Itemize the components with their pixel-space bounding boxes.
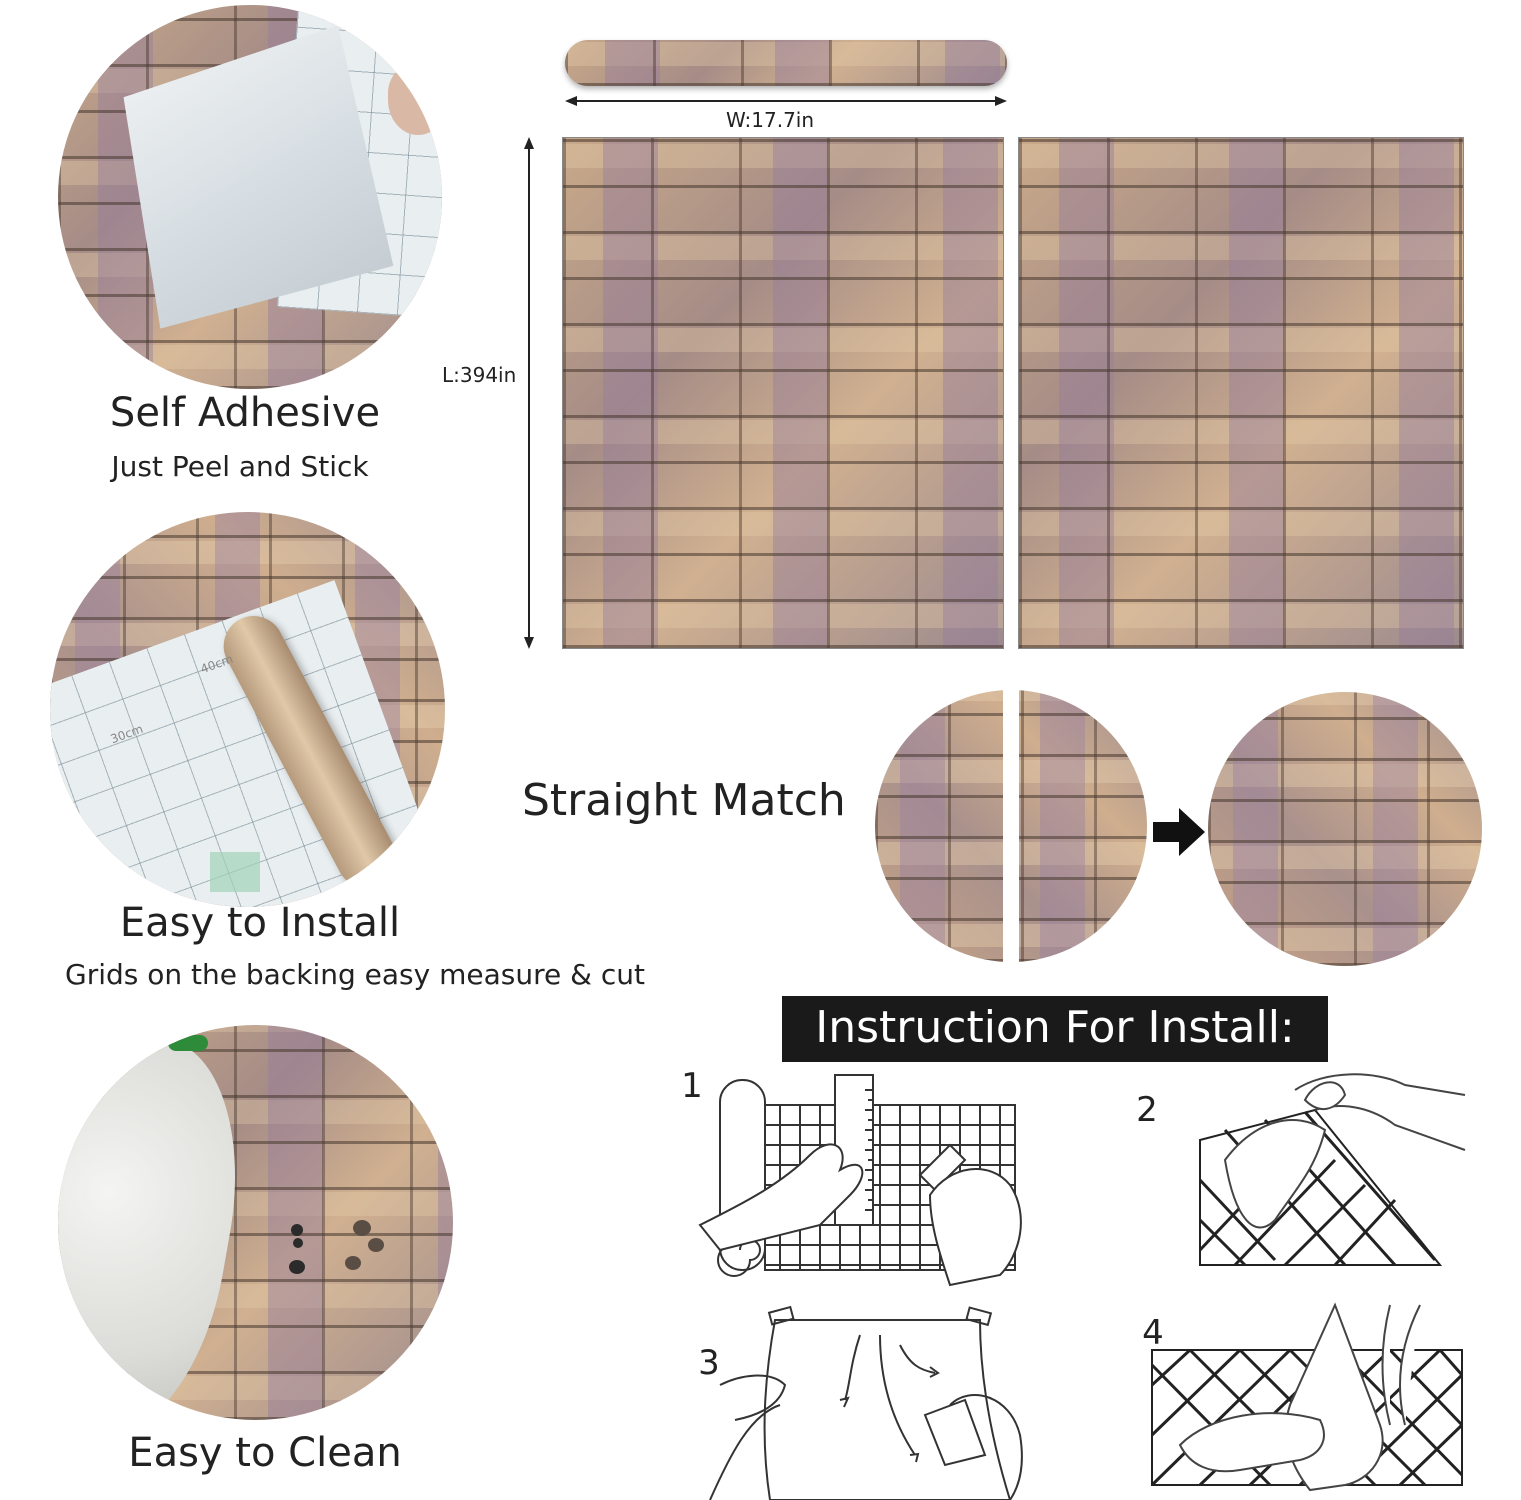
green-band [168, 1035, 208, 1051]
step-number-1: 1 [681, 1066, 703, 1106]
width-arrow [565, 96, 1007, 106]
match-result-circle [1208, 692, 1482, 966]
instruction-title: Instruction For Install: [815, 1002, 1295, 1053]
step-number-2: 2 [1136, 1090, 1158, 1130]
instruction-banner [782, 996, 1328, 1062]
step3-illustration [709, 1305, 1023, 1500]
straight-match-label: Straight Match [522, 775, 846, 826]
arrow-right-icon [1153, 808, 1205, 856]
step1-illustration [698, 1074, 1022, 1287]
length-label: L:394in [442, 363, 517, 387]
width-label: W:17.7in [725, 108, 815, 132]
wallpaper-sheet-left [562, 137, 1004, 649]
match-gap [1003, 690, 1019, 962]
feature-title-easy-install: Easy to Install [119, 900, 401, 946]
step-number-3: 3 [698, 1343, 720, 1383]
logo-mark [210, 852, 260, 892]
self-adhesive-photo [58, 5, 442, 389]
easy-clean-photo [58, 1025, 453, 1420]
step4-illustration [1150, 1302, 1464, 1492]
wallpaper-roll [565, 40, 1007, 86]
feature-subtitle-self-adhesive: Just Peel and Stick [111, 450, 369, 483]
sponge [58, 1025, 262, 1420]
feature-title-easy-clean: Easy to Clean [128, 1430, 402, 1476]
step-number-4: 4 [1142, 1313, 1164, 1353]
easy-install-photo: 30cm 40cm [50, 512, 445, 907]
step2-illustration [1198, 1073, 1466, 1267]
feature-subtitle-easy-install: Grids on the backing easy measure & cut [65, 958, 645, 991]
wallpaper-sheet-right [1018, 137, 1464, 649]
hand-shape [388, 65, 442, 135]
dirt-spots [283, 1220, 393, 1290]
feature-title-self-adhesive: Self Adhesive [109, 390, 381, 436]
length-arrow [524, 137, 534, 649]
